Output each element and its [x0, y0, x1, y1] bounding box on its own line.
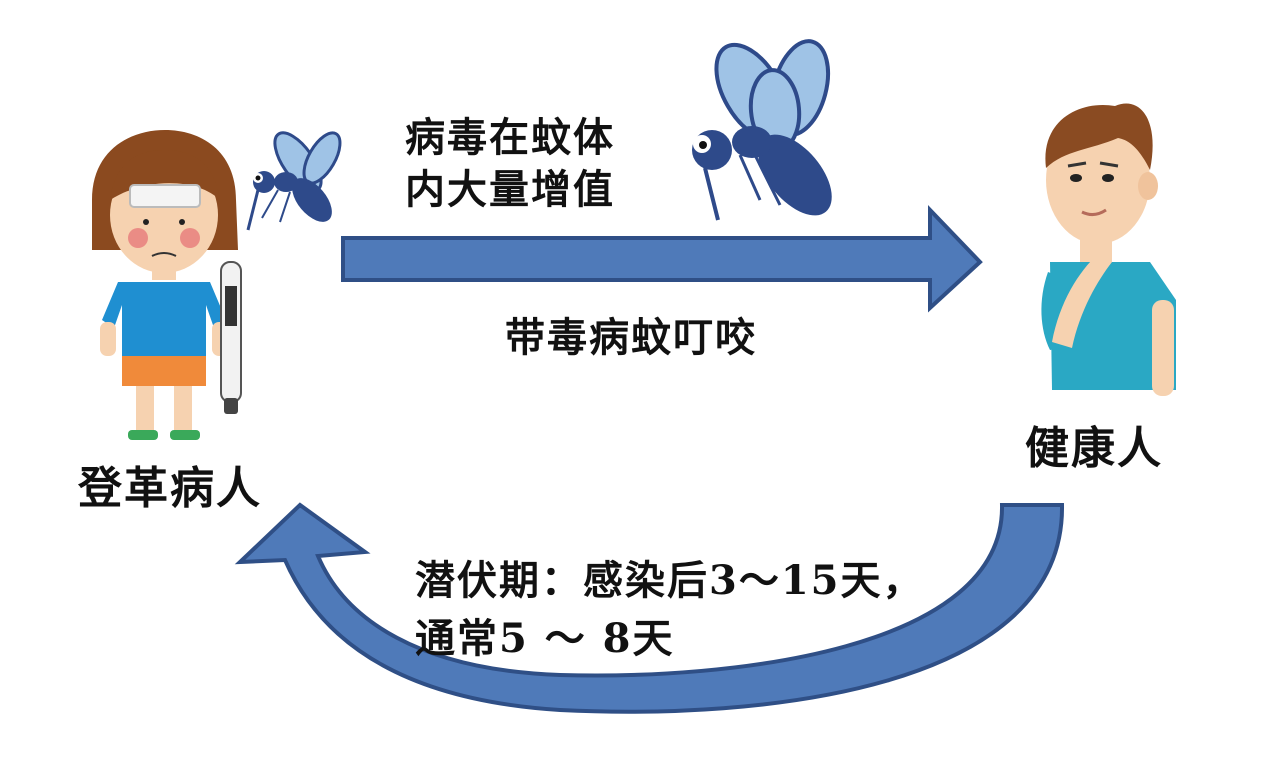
mosquito-large: [692, 39, 832, 221]
mosquito-small: [246, 131, 342, 231]
node-label-patient: 登革病人: [78, 463, 262, 514]
healthy-figure: [1041, 103, 1176, 396]
transmission-note: 病毒在蚊体 内大量增值: [405, 112, 615, 216]
incubation-note: 潜伏期：感染后3～15天， 通常5 ～ 8天: [415, 552, 925, 668]
transmission-label: 带毒病蚊叮咬: [505, 314, 757, 361]
node-label-healthy: 健康人: [1025, 423, 1163, 474]
thermometer-icon: [220, 261, 242, 414]
transmission-note-line1: 病毒在蚊体: [405, 114, 615, 161]
patient-figure: [92, 130, 238, 440]
incubation-arrow: [234, 502, 1065, 714]
incubation-note-line2: 通常5 ～ 8天: [415, 615, 675, 662]
transmission-arrow: [341, 205, 983, 313]
incubation-note-line1: 潜伏期：感染后3～15天，: [415, 557, 925, 604]
transmission-note-line2: 内大量增值: [405, 166, 615, 213]
